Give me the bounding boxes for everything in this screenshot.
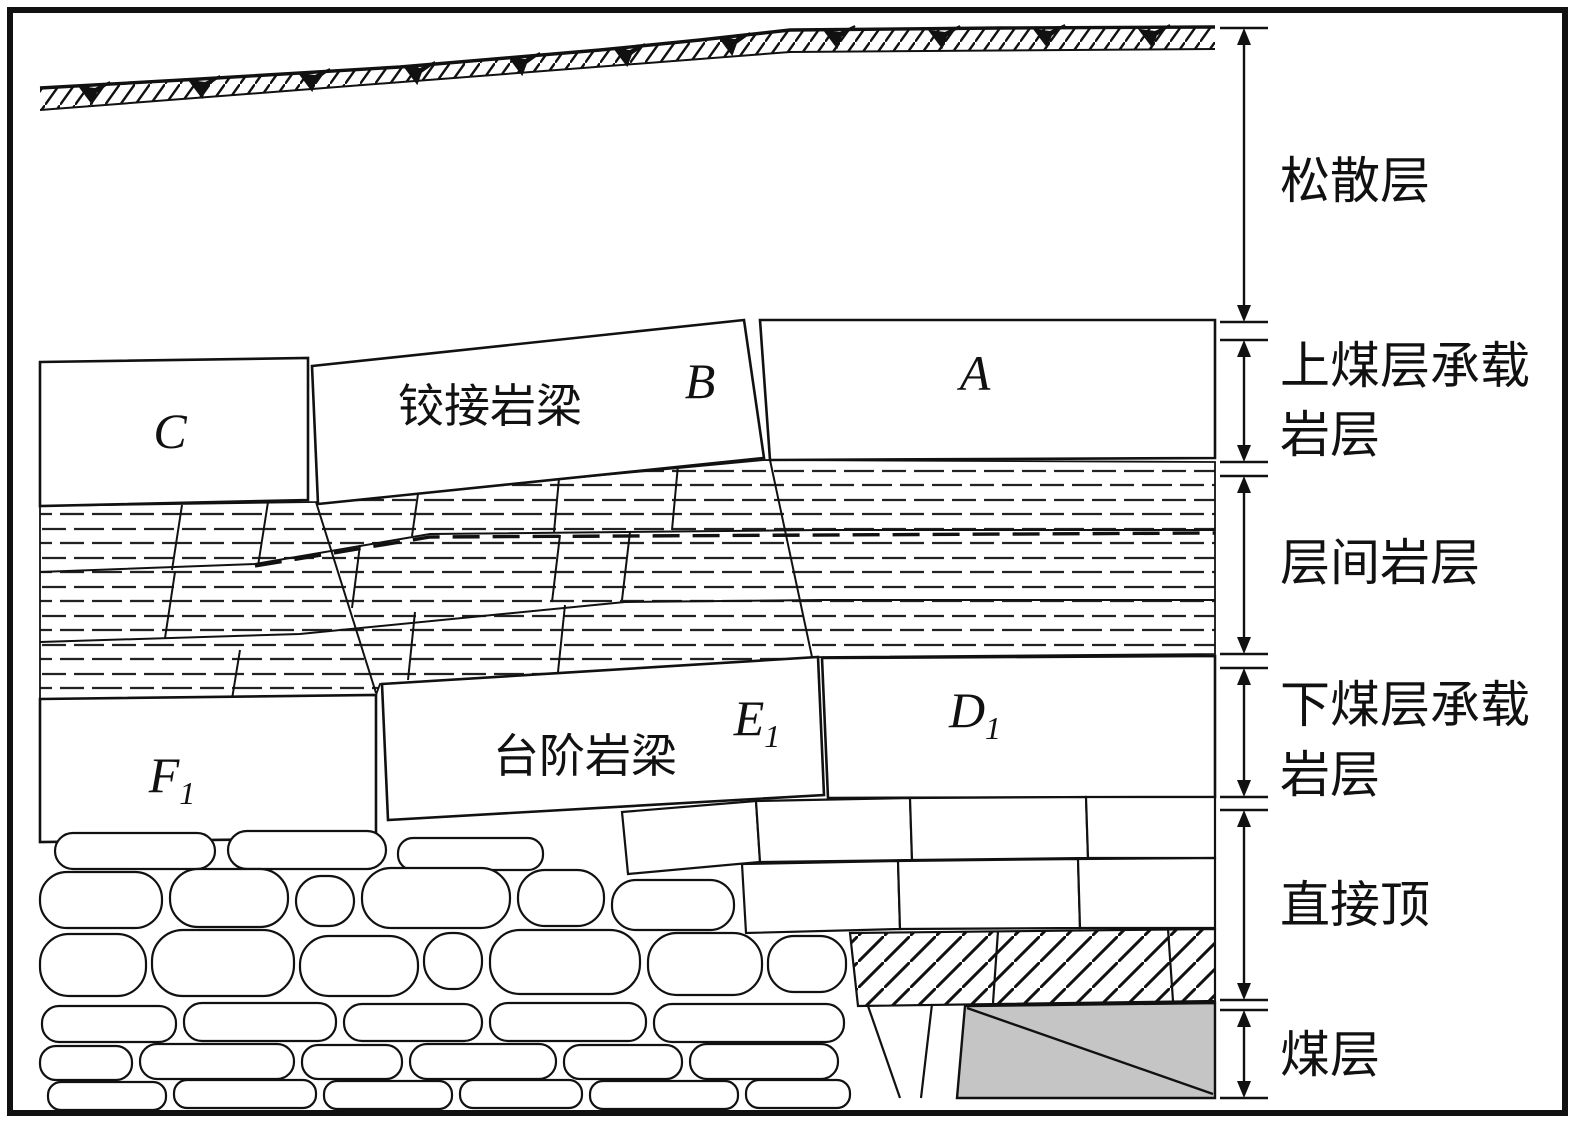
legend-upper-bearing-line2: 岩层	[1280, 407, 1380, 463]
coal-seam-diagonal	[966, 1006, 1214, 1096]
rubble-stone	[488, 928, 642, 996]
rubble-stone	[766, 934, 848, 994]
upper-bearing-blocks	[38, 318, 1217, 508]
rubble-stone	[46, 1080, 168, 1112]
legend-coal-seam: 煤层	[1280, 1027, 1380, 1083]
step-beam-label: 台阶岩梁	[493, 731, 677, 782]
key-bed-dashed-line	[254, 531, 1216, 568]
rubble-stone	[588, 1079, 740, 1111]
strata-bed-line	[39, 599, 1215, 643]
rubble-stone	[168, 867, 290, 929]
surface-top-line	[39, 25, 1216, 90]
rubble-stone	[652, 1002, 846, 1044]
rubble-stone	[688, 1042, 840, 1081]
rubble-stone	[182, 1001, 338, 1043]
rubble-stone	[300, 1043, 404, 1081]
ground-surface	[39, 24, 1216, 111]
surface-bottom-line	[39, 48, 1216, 111]
block-labels: C 铰接岩梁 B A F1 台阶岩梁 E1 D1	[148, 345, 1001, 811]
rubble-stone	[298, 934, 420, 998]
block-b-label: B	[685, 353, 716, 409]
rubble-stone	[516, 868, 606, 928]
rubble-stone	[40, 1004, 178, 1044]
hatched-roof-band	[848, 927, 1217, 1008]
rubble-stone	[226, 829, 388, 871]
immediate-roof-blocks	[620, 795, 1217, 935]
layer-legend: 松散层 上煤层承载 岩层 层间岩层 下煤层承载 岩层 直接顶 煤层	[1280, 153, 1530, 1083]
legend-lower-bearing-line2: 岩层	[1280, 747, 1380, 803]
hatched-band	[848, 927, 1217, 1008]
interlayer-strata	[39, 459, 1216, 700]
rubble-stone	[610, 878, 736, 932]
rubble-stone	[38, 932, 148, 998]
block-c	[38, 356, 310, 508]
rubble-stone	[38, 870, 164, 930]
rubble-stone	[744, 1078, 852, 1110]
hinged-beam-label: 铰接岩梁	[398, 381, 582, 432]
block-f1	[38, 693, 378, 844]
rubble-stone	[172, 1078, 318, 1110]
rubble-stone	[360, 866, 512, 930]
lower-bearing-blocks	[38, 654, 1217, 844]
rubble-stone	[38, 1044, 134, 1082]
legend-immediate-roof: 直接顶	[1280, 877, 1430, 933]
rubble-stone	[408, 1042, 558, 1081]
rubble-stone	[53, 831, 217, 871]
legend-lower-bearing-line1: 下煤层承载	[1280, 677, 1530, 733]
block-d1-label: D1	[948, 682, 1001, 746]
block-c-label: C	[153, 403, 187, 459]
block-e1-label: E1	[733, 690, 781, 754]
rubble-stone	[562, 1043, 684, 1081]
figure-border	[7, 7, 1568, 1116]
rubble-stone	[458, 1078, 584, 1110]
strata-bed-line	[39, 529, 1215, 573]
block-e1-step-beam	[380, 655, 826, 822]
coal-seam-zone	[866, 1001, 1217, 1100]
block-d1	[820, 654, 1217, 800]
block-b-hinged-beam	[310, 318, 766, 506]
rubble-stone	[396, 836, 545, 872]
rubble-stone	[138, 1042, 296, 1081]
rubble-stone	[342, 1002, 484, 1043]
dimension-arrows	[1220, 26, 1268, 1100]
legend-loose-layer: 松散层	[1280, 153, 1430, 209]
arrowheads	[1237, 28, 1251, 1098]
block-a	[758, 318, 1217, 462]
rubble-stone	[488, 1001, 648, 1043]
legend-interlayer: 层间岩层	[1280, 535, 1480, 591]
caved-rubble-zone	[38, 829, 852, 1112]
rubble-stone	[294, 874, 356, 928]
rubble-stone	[150, 928, 296, 998]
strata-fracture-lines	[164, 459, 813, 700]
rubble-stone	[322, 1079, 454, 1111]
rubble-stone	[646, 931, 764, 997]
block-a-label: A	[957, 345, 991, 401]
rubble-stone	[422, 931, 484, 991]
legend-upper-bearing-line1: 上煤层承载	[1280, 338, 1530, 394]
surface-hatch-band	[40, 27, 1215, 110]
block-f1-label: F1	[148, 747, 196, 811]
